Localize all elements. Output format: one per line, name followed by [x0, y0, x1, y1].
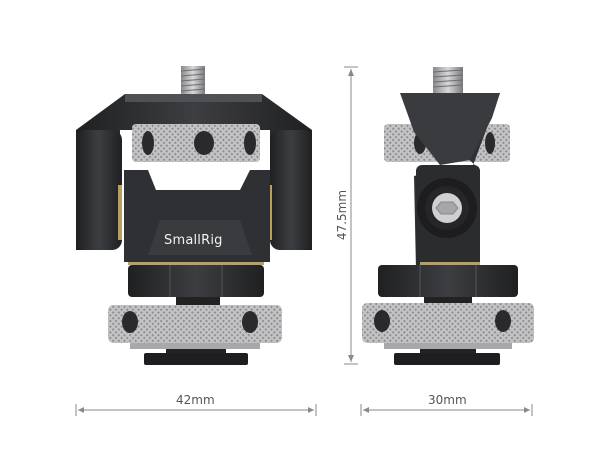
- cold-shoe-foot: [144, 353, 248, 365]
- brand-logo: SmallRig: [164, 233, 223, 248]
- side-view: [362, 67, 534, 365]
- hex-nut: [128, 265, 264, 297]
- front-view: [76, 66, 312, 365]
- logo-plate: [148, 220, 252, 255]
- side-bracket: [400, 93, 500, 165]
- height-label: 47.5mm: [335, 189, 349, 241]
- dimension-lines: [75, 66, 533, 416]
- width-label-front: 42mm: [176, 393, 215, 407]
- width-label-side: 30mm: [428, 393, 467, 407]
- lower-knurled-ring: [108, 305, 282, 343]
